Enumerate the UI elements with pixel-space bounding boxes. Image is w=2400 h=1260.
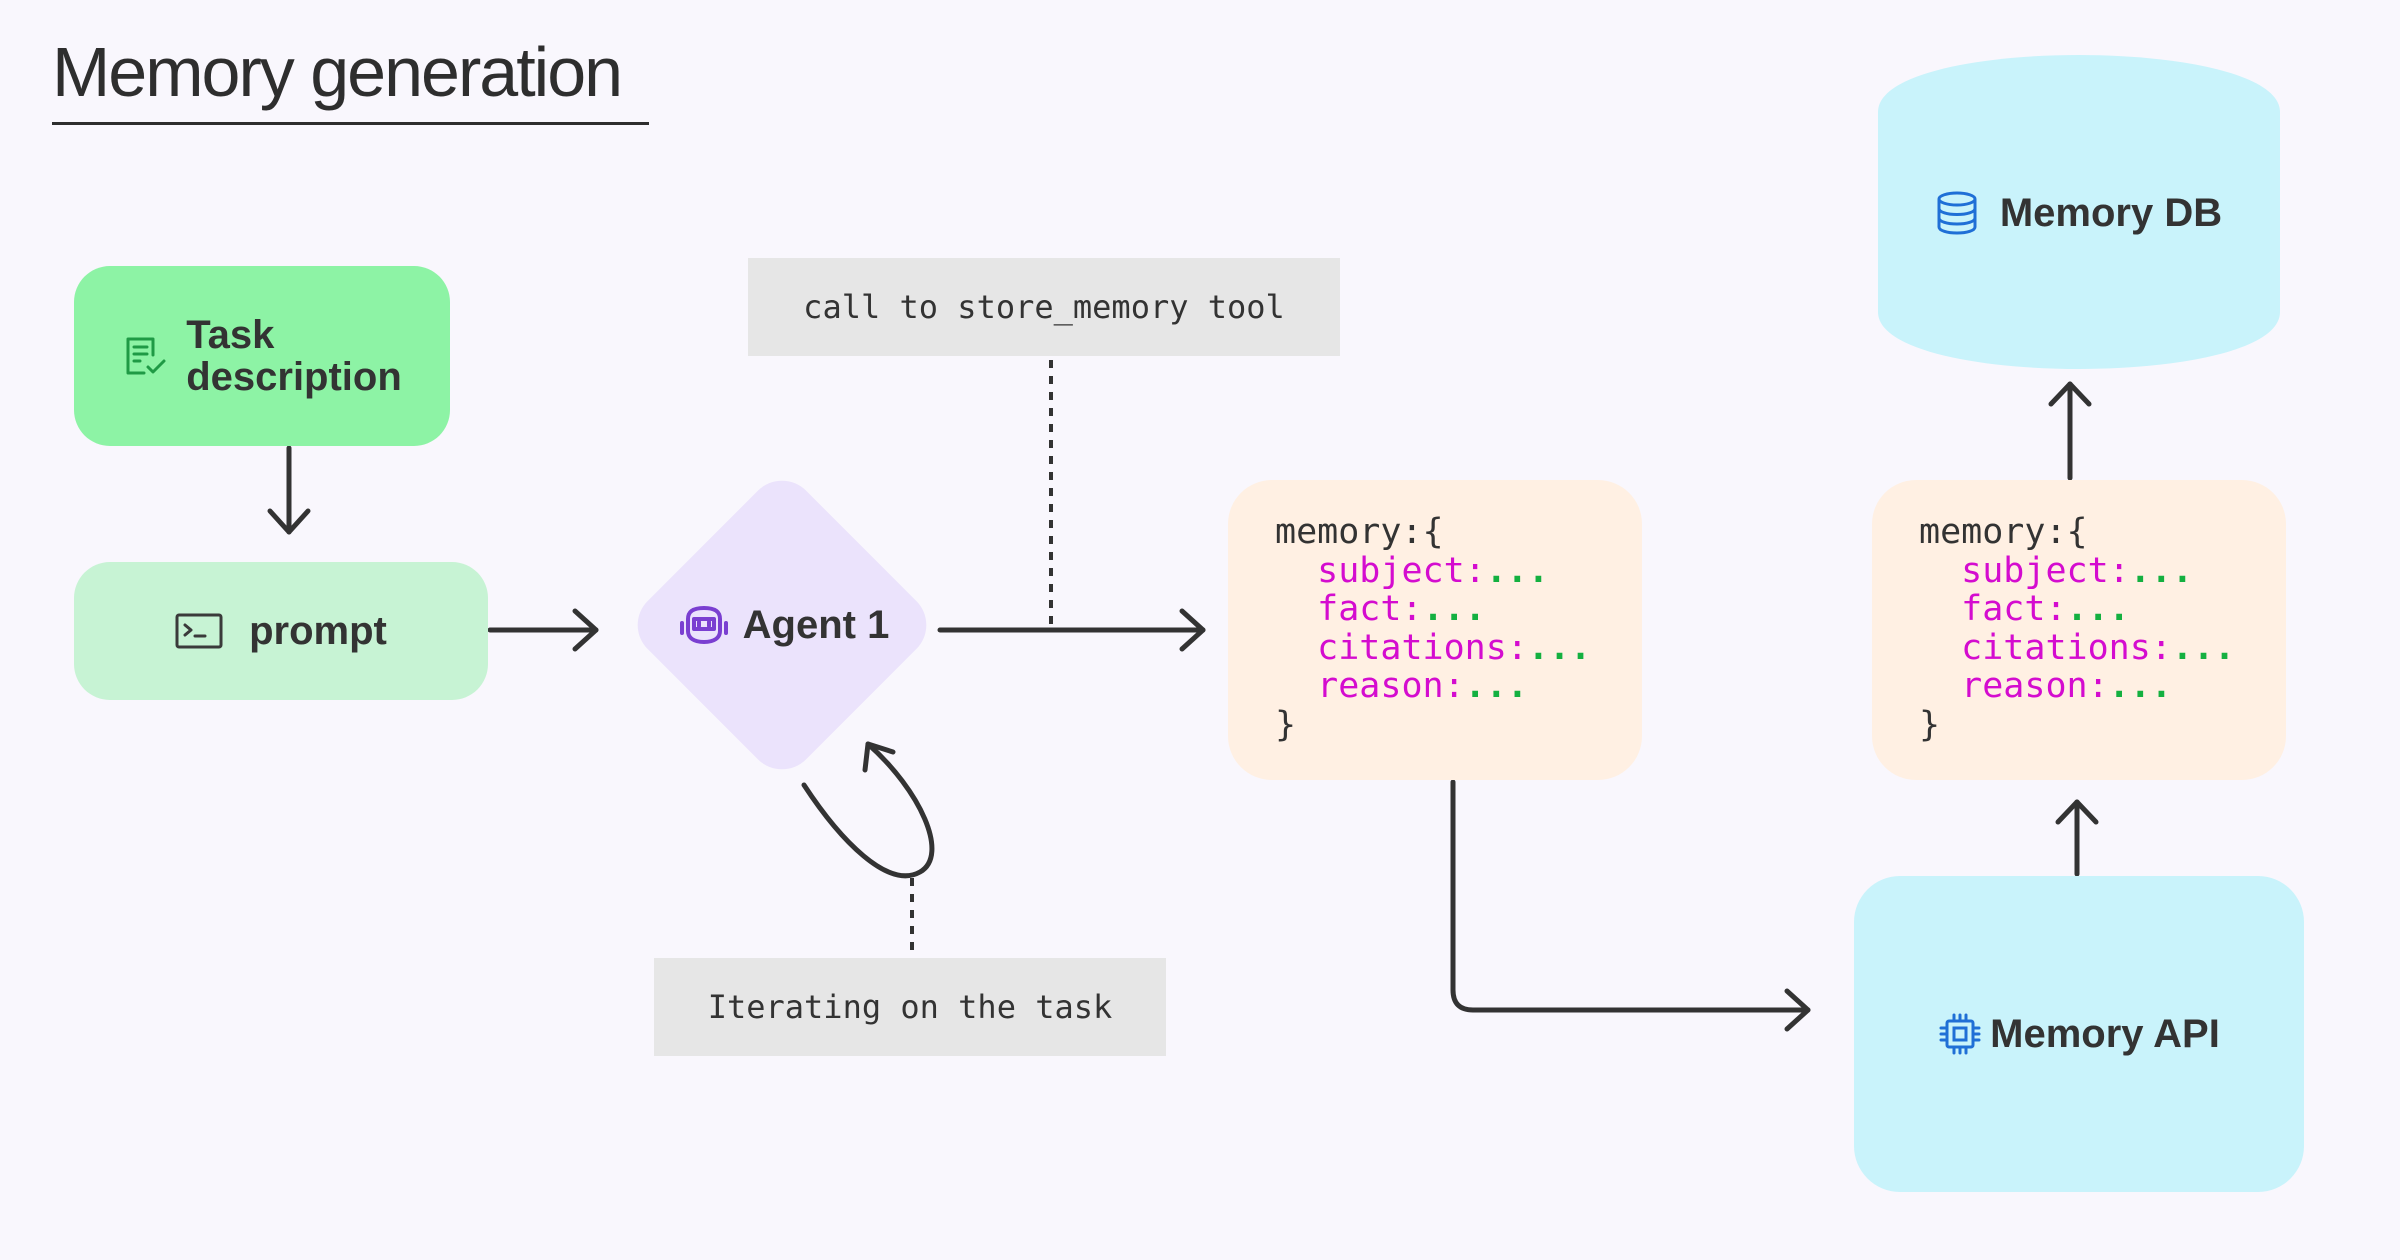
code-value: ...: [2171, 627, 2236, 668]
agent-self-loop: [801, 741, 935, 879]
code-close: }: [1919, 704, 1941, 745]
arrow-memory-to-api: [1450, 779, 1811, 1013]
code-value: ...: [2066, 589, 2130, 629]
code-key: reason:: [1317, 666, 1465, 706]
code-key: fact:: [1961, 589, 2067, 629]
code-field-fact: fact:...: [1275, 590, 1642, 629]
terminal-icon: [175, 613, 223, 649]
memory-db-label-group: Memory DB: [1878, 176, 2280, 250]
code-field-citations: citations:...: [1919, 627, 2286, 668]
code-field-citations: citations:...: [1275, 627, 1642, 668]
agent-label-group: Agent 1: [664, 585, 904, 665]
prompt-label: prompt: [249, 608, 387, 653]
database-icon: [1936, 191, 1978, 235]
task-description-label: Task description: [186, 314, 402, 398]
code-value: ...: [1464, 666, 1528, 706]
code-field-fact: fact:...: [1919, 590, 2286, 629]
code-field-reason: reason:...: [1919, 667, 2286, 706]
code-open: memory:{: [1275, 512, 1444, 552]
note-store-memory-call: call to store_memory tool: [748, 258, 1340, 356]
page-title: Memory generation: [52, 33, 623, 111]
code-key: subject:: [1961, 550, 2130, 591]
memory-api-label: Memory API: [1990, 1011, 2220, 1056]
code-value: ...: [2129, 550, 2193, 591]
document-check-icon: [122, 333, 168, 379]
memory-db-node: [1878, 55, 2280, 369]
code-value: ...: [1527, 627, 1592, 668]
task-label-line2: description: [186, 355, 402, 399]
code-key: reason:: [1961, 666, 2109, 706]
code-value: ...: [1422, 589, 1486, 629]
code-key: fact:: [1317, 589, 1423, 629]
memory-db-label: Memory DB: [1999, 190, 2223, 235]
memory-object-left: memory:{ subject:... fact:... citations:…: [1228, 480, 1642, 780]
code-close: }: [1275, 704, 1297, 745]
code-open: memory:{: [1919, 512, 2088, 552]
code-key: citations:: [1961, 627, 2172, 668]
prompt-node: prompt: [74, 562, 488, 700]
code-field-subject: subject:...: [1275, 550, 1642, 591]
memory-api-node: Memory API: [1854, 876, 2304, 1192]
memory-object-right: memory:{ subject:... fact:... citations:…: [1872, 480, 2286, 780]
code-key: citations:: [1317, 627, 1528, 668]
code-value: ...: [1485, 550, 1549, 591]
robot-icon: [679, 605, 729, 645]
note-iterating: Iterating on the task: [654, 958, 1166, 1056]
task-label-line1: Task: [186, 313, 275, 357]
code-key: subject:: [1317, 550, 1486, 591]
code-field-subject: subject:...: [1919, 550, 2286, 591]
code-value: ...: [2108, 666, 2172, 706]
code-field-reason: reason:...: [1275, 667, 1642, 706]
agent-label: Agent 1: [742, 602, 890, 647]
task-description-node: Task description: [74, 266, 450, 446]
cpu-chip-icon: [1938, 1012, 1982, 1056]
title-underline: [52, 122, 649, 125]
